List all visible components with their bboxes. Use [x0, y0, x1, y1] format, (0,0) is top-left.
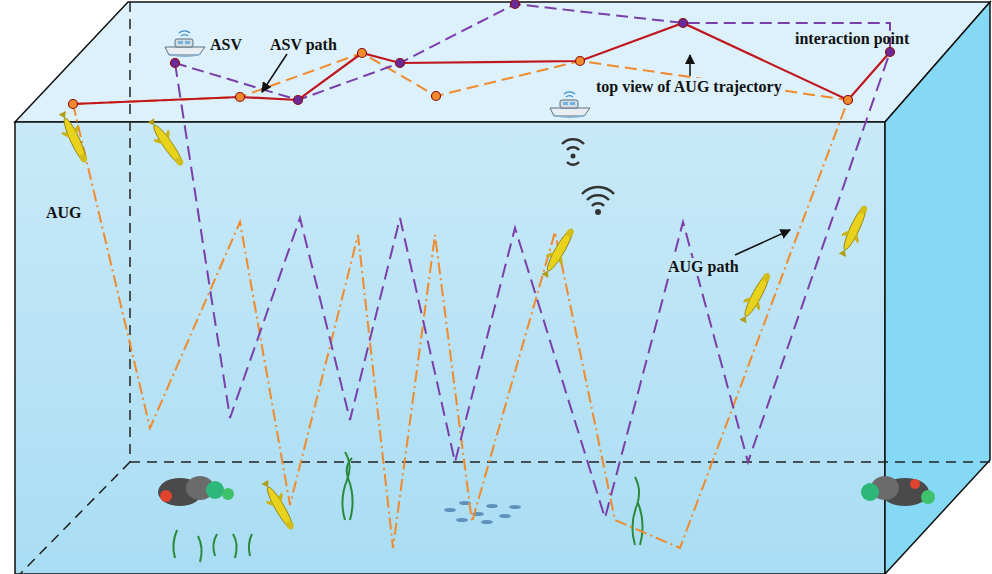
- trajectory-label: top view of AUG trajectory: [594, 78, 784, 96]
- path-label: ASV path: [268, 36, 339, 54]
- point-label: interaction point: [793, 30, 911, 48]
- path-label: AUG path: [666, 258, 741, 276]
- vehicle-name: ASV: [208, 36, 244, 54]
- vehicle-name: AUG: [44, 204, 84, 222]
